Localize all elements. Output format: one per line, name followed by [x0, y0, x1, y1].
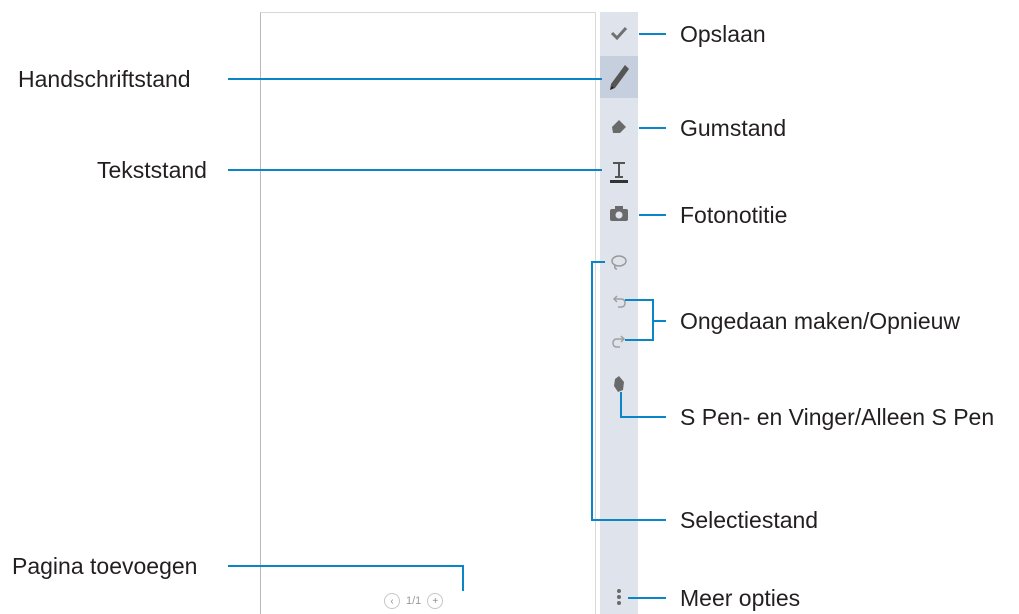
label-handwriting-mode: Handschriftstand — [18, 66, 191, 92]
pen-mode-button[interactable] — [600, 367, 638, 401]
redo-button[interactable] — [600, 325, 638, 359]
callout-line-handwriting — [228, 78, 602, 80]
page-indicator: 1/1 — [406, 595, 422, 607]
photo-icon — [610, 206, 628, 221]
lasso-icon — [611, 255, 627, 270]
callout-bracket-redo — [625, 339, 653, 341]
label-photo-note: Fotonotitie — [680, 202, 788, 228]
add-page-button[interactable]: + — [427, 593, 444, 609]
callout-line-more-options — [628, 597, 666, 599]
callout-line-selection-top — [591, 261, 605, 263]
page-navigator: ‹ 1/1 + — [384, 590, 444, 612]
handwriting-mode-button[interactable] — [600, 56, 638, 98]
eraser-icon — [612, 120, 626, 133]
label-save: Opslaan — [680, 21, 766, 47]
eraser-mode-button[interactable] — [600, 110, 638, 144]
label-text-mode: Tekststand — [97, 157, 207, 183]
callout-line-eraser — [639, 127, 666, 129]
callout-line-pen-mode — [620, 416, 666, 418]
callout-line-undo-redo — [652, 320, 666, 322]
callout-line-photo — [639, 214, 666, 216]
tool-bar — [600, 12, 638, 614]
text-icon — [610, 162, 628, 183]
callout-line-selection — [591, 519, 666, 521]
more-icon — [617, 589, 621, 605]
photo-note-button[interactable] — [600, 197, 638, 231]
undo-icon — [612, 295, 626, 308]
label-pen-mode: S Pen- en Vinger/Alleen S Pen — [680, 404, 995, 430]
callout-line-selection-vertical — [591, 261, 593, 521]
label-eraser-mode: Gumstand — [680, 115, 787, 141]
pen-icon — [610, 65, 629, 90]
callout-line-add-page — [228, 565, 464, 567]
hand-icon — [614, 376, 624, 392]
label-add-page: Pagina toevoegen — [12, 553, 198, 579]
callout-bracket-undo — [625, 299, 653, 301]
callout-line-pen-mode-vertical — [620, 392, 622, 418]
text-mode-button[interactable] — [600, 155, 638, 189]
save-button[interactable] — [600, 16, 638, 50]
more-options-button[interactable] — [600, 580, 638, 614]
redo-icon — [612, 335, 626, 348]
callout-line-save — [639, 33, 666, 35]
callout-line-text — [228, 169, 602, 171]
previous-page-button[interactable]: ‹ — [384, 593, 400, 609]
callout-line-add-page-vertical — [462, 565, 464, 591]
selection-mode-button[interactable] — [600, 245, 638, 279]
label-undo-redo: Ongedaan maken/Opnieuw — [680, 308, 961, 334]
note-canvas[interactable] — [260, 12, 596, 614]
label-more-options: Meer opties — [680, 585, 801, 611]
check-icon — [610, 26, 628, 41]
label-selection-mode: Selectiestand — [680, 507, 819, 533]
undo-button[interactable] — [600, 285, 638, 319]
